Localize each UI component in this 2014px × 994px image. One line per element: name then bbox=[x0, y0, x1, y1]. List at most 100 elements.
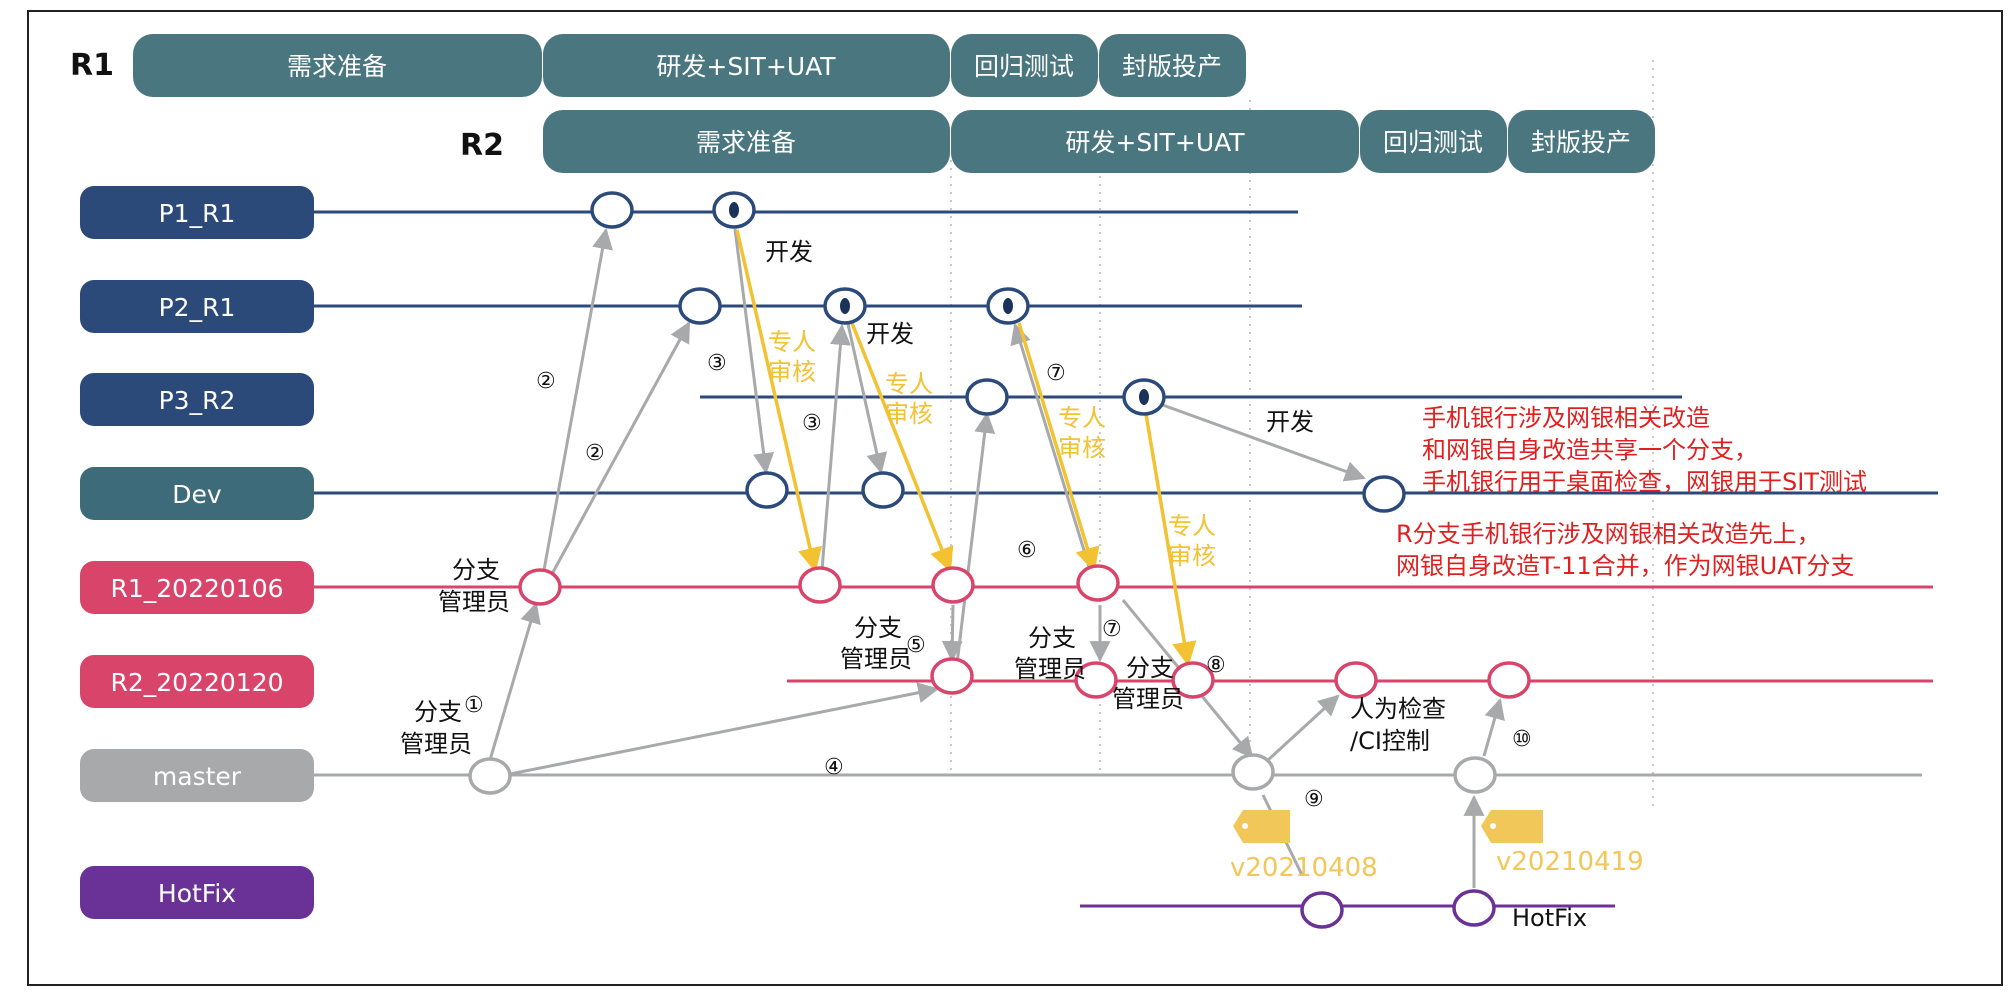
node-p3-1 bbox=[965, 378, 1009, 416]
r1-phase-requirements bbox=[133, 34, 542, 97]
branch-labels: P1_R1 P2_R1 P3_R2 Dev R1_20220106 R2_202… bbox=[80, 186, 314, 919]
tag-label-2: v20210419 bbox=[1496, 847, 1644, 877]
branch-admin-3a: 分支 bbox=[854, 614, 902, 642]
r2-phase-requirements-label: 需求准备 bbox=[696, 128, 796, 157]
branch-admin-5a: 分支 bbox=[1126, 654, 1174, 682]
review-label-2b: 审核 bbox=[885, 400, 933, 428]
note1-line2: 和网银自身改造共享一个分支， bbox=[1422, 436, 1758, 464]
step-1: ① bbox=[464, 693, 484, 718]
flow-arrows bbox=[488, 227, 1505, 888]
arrow-p3-to-dev bbox=[1159, 402, 1366, 482]
node-dev-2 bbox=[861, 471, 905, 509]
node-r1-4 bbox=[1076, 564, 1120, 602]
node-r2-1 bbox=[930, 657, 974, 695]
branch-admin-1b: 管理员 bbox=[438, 588, 510, 616]
node-hotfix-2 bbox=[1452, 889, 1496, 927]
tag-icon-2 bbox=[1481, 810, 1543, 843]
dev-label-2: 开发 bbox=[866, 320, 914, 348]
review-label-4a: 专人 bbox=[1168, 512, 1216, 540]
branch-label-p2-r1: P2_R1 bbox=[159, 293, 236, 322]
review-label-4b: 审核 bbox=[1168, 542, 1216, 570]
review-arrow-p2-to-r1 bbox=[850, 322, 954, 573]
ci-control-label: /CI控制 bbox=[1350, 727, 1430, 755]
r1-phase-release-label: 封版投产 bbox=[1122, 52, 1222, 81]
diagram-frame bbox=[27, 10, 2003, 986]
hotfix-label: HotFix bbox=[1512, 904, 1587, 932]
branch-admin-5b: 管理员 bbox=[1112, 685, 1184, 713]
review-label-1a: 专人 bbox=[768, 328, 816, 356]
review-label-3a: 专人 bbox=[1058, 404, 1106, 432]
review-label-2a: 专人 bbox=[885, 370, 933, 398]
step-9: ⑨ bbox=[1304, 787, 1324, 812]
step-2b: ② bbox=[585, 441, 605, 466]
arrow-r1-to-p2-b bbox=[820, 323, 851, 571]
phase-separators bbox=[950, 60, 1654, 810]
arrow-r1-to-r2 bbox=[941, 604, 963, 663]
node-r1-1 bbox=[518, 568, 562, 606]
arrow-master-to-r2 bbox=[509, 682, 940, 776]
dev-label-3: 开发 bbox=[1266, 408, 1314, 436]
node-p3-2-dot bbox=[1139, 389, 1149, 405]
branch-label-p3-r2: P3_R2 bbox=[159, 386, 236, 415]
notes: 手机银行涉及网银相关改造 和网银自身改造共享一个分支， 手机银行用于桌面检查，网… bbox=[1396, 404, 1867, 580]
branch-admin-2b: 管理员 bbox=[400, 730, 472, 758]
note2-line2: 网银自身改造T-11合并，作为网银UAT分支 bbox=[1396, 552, 1854, 580]
review-arrow-p1-to-r1 bbox=[735, 229, 823, 573]
note2-line1: R分支手机银行涉及网银相关改造先上， bbox=[1396, 520, 1821, 548]
release-r2-label: R2 bbox=[460, 128, 504, 163]
step-2a: ② bbox=[536, 369, 556, 394]
branch-admin-3b: 管理员 bbox=[840, 645, 912, 673]
step-3b: ③ bbox=[802, 411, 822, 436]
step-numbers: ① ② ② ③ ③ ④ ⑤ ⑥ ⑦ ⑦ ⑧ ⑨ ⑩ bbox=[464, 351, 1532, 812]
branch-label-p1-r1: P1_R1 bbox=[159, 199, 236, 228]
node-master-2 bbox=[1231, 753, 1275, 791]
r1-phase-bar: 需求准备 研发+SIT+UAT 回归测试 封版投产 bbox=[133, 34, 1246, 97]
branch-pill-p3-r2 bbox=[80, 373, 314, 426]
commit-nodes bbox=[468, 191, 1531, 929]
arrow-r1-to-p2-c bbox=[1010, 322, 1092, 571]
note1-line3: 手机银行用于桌面检查，网银用于SIT测试 bbox=[1422, 468, 1867, 496]
node-master-3 bbox=[1453, 756, 1497, 794]
arrow-p1-to-dev bbox=[733, 228, 775, 475]
branch-label-master: master bbox=[153, 762, 242, 791]
step-7b: ⑦ bbox=[1102, 617, 1122, 642]
branch-label-r1: R1_20220106 bbox=[110, 574, 283, 603]
step-3a: ③ bbox=[707, 351, 727, 376]
r1-phase-dev-sit-uat bbox=[543, 34, 950, 97]
r2-phase-dev-sit-uat bbox=[951, 110, 1359, 173]
node-p1-2-dot bbox=[729, 202, 739, 218]
r1-phase-requirements-label: 需求准备 bbox=[287, 52, 387, 81]
node-dev-3 bbox=[1362, 475, 1406, 513]
tag-label-1: v20210408 bbox=[1230, 853, 1378, 883]
step-6: ⑥ bbox=[1017, 538, 1037, 563]
node-r2-2 bbox=[1074, 661, 1118, 699]
branch-pill-r2 bbox=[80, 655, 314, 708]
review-label-1b: 审核 bbox=[768, 358, 816, 386]
node-r1-2 bbox=[798, 566, 842, 604]
node-p2-3-dot bbox=[1003, 298, 1013, 314]
review-arrows bbox=[735, 229, 1197, 667]
dev-label-1: 开发 bbox=[765, 238, 813, 266]
review-arrow-p2-to-r1-b bbox=[1017, 322, 1100, 573]
branch-label-r2: R2_20220120 bbox=[110, 668, 283, 697]
branch-admin-4b: 管理员 bbox=[1014, 655, 1086, 683]
node-r1-3 bbox=[931, 566, 975, 604]
node-r2-4 bbox=[1334, 661, 1378, 699]
r2-phase-release-label: 封版投产 bbox=[1531, 128, 1631, 157]
r2-phase-requirements bbox=[543, 110, 950, 173]
branch-pill-p1-r1 bbox=[80, 186, 314, 239]
branch-pill-hotfix bbox=[80, 866, 314, 919]
branch-admin-4a: 分支 bbox=[1028, 624, 1076, 652]
r1-phase-regression bbox=[951, 34, 1098, 97]
annotations: 开发 开发 开发 分支 管理员 分支 管理员 分支 管理员 分支 管理员 分支 … bbox=[400, 238, 1587, 932]
branch-label-dev: Dev bbox=[172, 480, 222, 509]
node-dev-1 bbox=[745, 471, 789, 509]
branch-admin-2a: 分支 bbox=[414, 698, 462, 726]
release-r1-label: R1 bbox=[70, 48, 114, 83]
manual-check-label: 人为检查 bbox=[1350, 695, 1446, 723]
node-r2-3 bbox=[1171, 661, 1215, 699]
r2-phase-regression bbox=[1360, 110, 1507, 173]
branch-pill-master bbox=[80, 749, 314, 802]
version-tags: v20210408 v20210419 bbox=[1230, 810, 1644, 883]
